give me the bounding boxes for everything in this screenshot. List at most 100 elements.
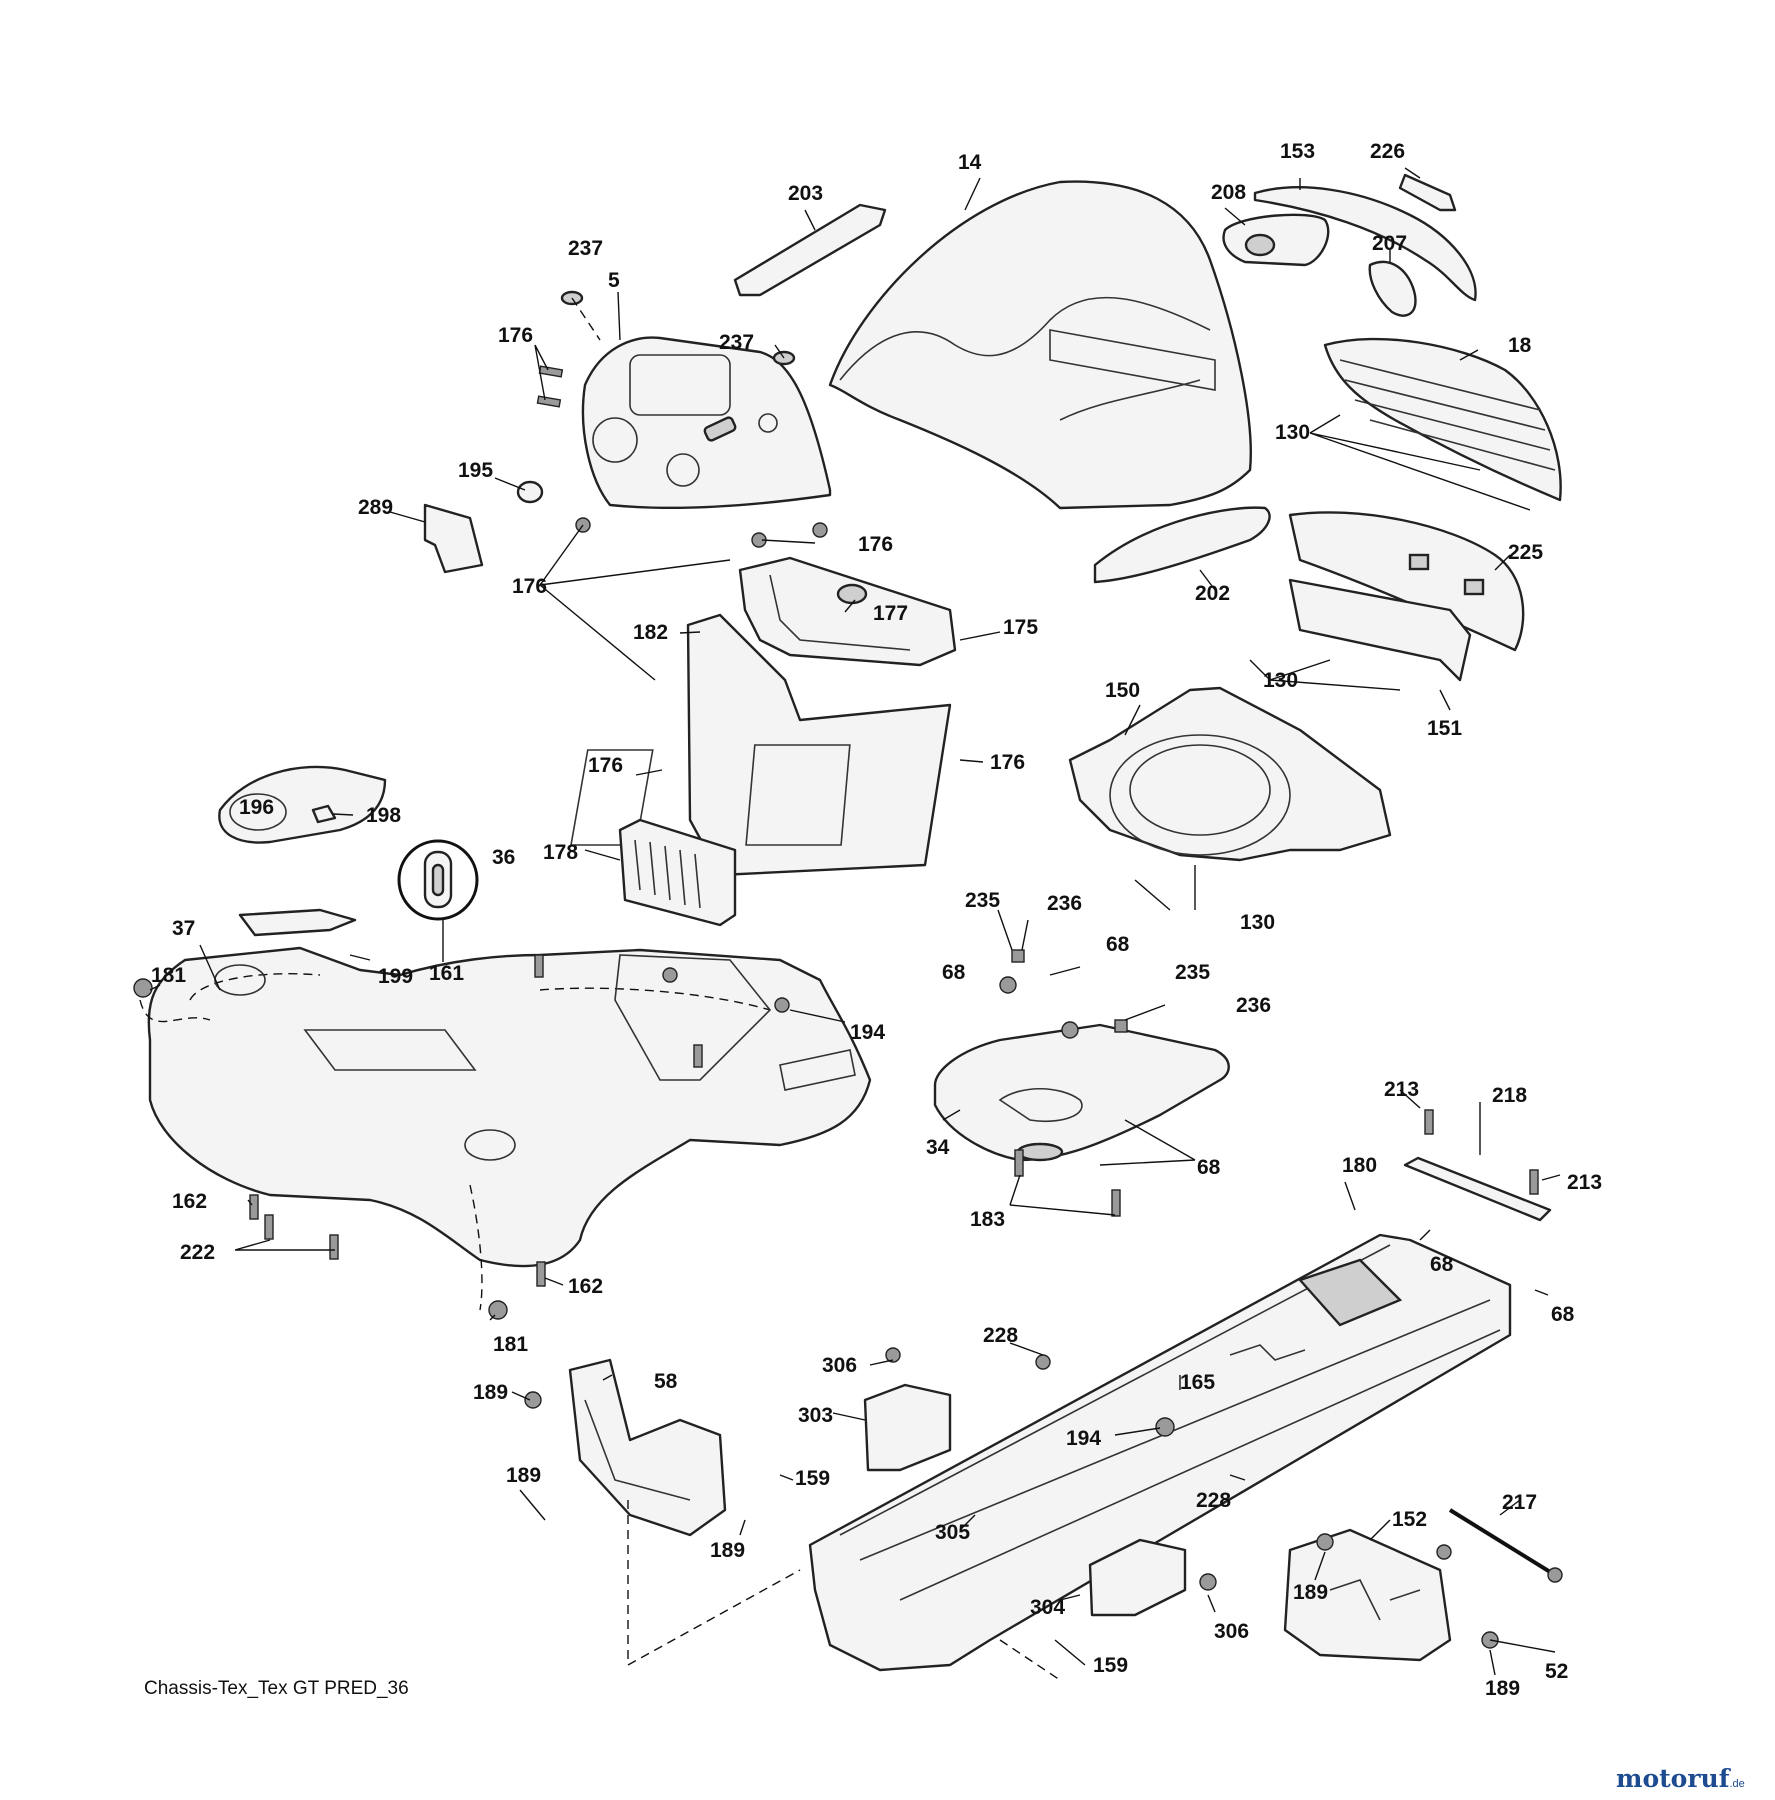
callout-label: 58 <box>654 1370 678 1393</box>
diagram-caption: Chassis-Tex_Tex GT PRED_36 <box>144 1678 409 1699</box>
callout-label: 130 <box>1240 911 1276 934</box>
callout-label: 203 <box>788 182 824 205</box>
callout-label: 304 <box>1030 1596 1066 1619</box>
front-grille-part <box>1323 337 1562 502</box>
callout-label: 196 <box>239 796 275 819</box>
callout-label: 68 <box>1430 1253 1454 1276</box>
callout-label: 150 <box>1105 679 1141 702</box>
callout-label: 130 <box>1263 669 1299 692</box>
callout-label: 68 <box>1106 933 1130 956</box>
shroud-part <box>218 765 387 844</box>
side-lens-part <box>1093 506 1271 584</box>
callout-label: 14 <box>958 151 982 174</box>
callout-label: 228 <box>1196 1489 1232 1512</box>
callout-label: 199 <box>378 965 414 988</box>
callout-label: 161 <box>429 962 465 985</box>
callout-label: 195 <box>458 459 494 482</box>
callout-label: 194 <box>1066 1427 1102 1450</box>
callout-label: 189 <box>1293 1581 1329 1604</box>
callout-label: 68 <box>1197 1156 1221 1179</box>
callout-label: 34 <box>926 1136 950 1159</box>
clip-part <box>1398 173 1457 212</box>
grille-top-part <box>1253 186 1477 302</box>
callout-label: 37 <box>172 917 196 940</box>
callout-label: 237 <box>719 331 755 354</box>
callout-label: 202 <box>1195 582 1231 605</box>
callout-label: 178 <box>543 841 579 864</box>
callout-label: 153 <box>1280 140 1316 163</box>
callout-label: 237 <box>568 237 604 260</box>
callout-label: 165 <box>1180 1371 1216 1394</box>
callout-label: 5 <box>608 269 620 292</box>
callout-label: 162 <box>172 1190 208 1213</box>
callout-label: 218 <box>1492 1084 1528 1107</box>
watermark-logo: motoruf.de <box>1616 1764 1745 1793</box>
callout-label: 189 <box>473 1381 509 1404</box>
heat-shield-lower-part <box>1088 1538 1187 1617</box>
grille-bracket-part <box>1288 578 1472 682</box>
support-plate-part <box>738 556 957 667</box>
callout-label: 181 <box>151 964 187 987</box>
main-frame-part <box>808 1233 1512 1672</box>
callout-label: 198 <box>366 804 402 827</box>
watermark-tld: .de <box>1729 1778 1745 1790</box>
vent-grill-part <box>618 818 737 927</box>
assembly-lines <box>139 999 1061 1681</box>
callout-label: 305 <box>935 1521 971 1544</box>
fender-deck-part <box>147 946 872 1268</box>
knob-part <box>836 583 868 605</box>
callout-label: 208 <box>1211 181 1247 204</box>
guard-part <box>1283 1528 1452 1662</box>
hood-part <box>828 180 1252 510</box>
callout-label: 289 <box>358 496 394 519</box>
callout-label: 176 <box>858 533 894 556</box>
rod-part <box>1448 1508 1557 1577</box>
hardware-set <box>133 949 1563 1649</box>
bracket-bar-part <box>1403 1156 1552 1222</box>
callout-label: 180 <box>1342 1154 1378 1177</box>
callout-label: 182 <box>633 621 669 644</box>
callout-label: 217 <box>1502 1491 1538 1514</box>
plug-part <box>516 480 544 504</box>
bracket-part <box>423 503 484 574</box>
detail-circle <box>397 839 479 921</box>
heat-shield-part <box>863 1383 952 1472</box>
callout-label: 52 <box>1545 1660 1569 1683</box>
callout-label: 175 <box>1003 616 1039 639</box>
callout-label: 194 <box>850 1021 886 1044</box>
lower-grille-part <box>1288 511 1525 652</box>
callout-label: 303 <box>798 1404 834 1427</box>
callout-label: 306 <box>822 1354 858 1377</box>
callout-label: 162 <box>568 1275 604 1298</box>
lamp-part <box>1368 260 1417 317</box>
callout-label: 36 <box>492 846 516 869</box>
callout-label: 235 <box>1175 961 1211 984</box>
callout-label: 68 <box>1551 1303 1575 1326</box>
front-bracket-part <box>568 1358 727 1537</box>
watermark-name: motoruf <box>1616 1764 1730 1793</box>
callout-label: 189 <box>1485 1677 1521 1700</box>
serrated-plate-part <box>238 908 357 937</box>
bolt-set <box>536 365 828 548</box>
callout-label: 176 <box>588 754 624 777</box>
callout-label: 130 <box>1275 421 1311 444</box>
callout-label: 177 <box>873 602 909 625</box>
leader-lines <box>149 167 1561 1676</box>
callout-label: 226 <box>1370 140 1406 163</box>
callout-label: 151 <box>1427 717 1463 740</box>
hood-rail-part <box>733 203 887 297</box>
callout-label: 68 <box>942 961 966 984</box>
callout-label: 225 <box>1508 541 1544 564</box>
callout-label: 181 <box>493 1333 529 1356</box>
callout-label: 228 <box>983 1324 1019 1347</box>
callout-label: 183 <box>970 1208 1006 1231</box>
callout-label: 213 <box>1567 1171 1603 1194</box>
latch-clip-part <box>311 804 337 824</box>
callout-label: 235 <box>965 889 1001 912</box>
callout-label: 159 <box>795 1467 831 1490</box>
callout-label: 176 <box>498 324 534 347</box>
callout-label: 159 <box>1093 1654 1129 1677</box>
callout-label: 207 <box>1372 232 1408 255</box>
callout-label: 236 <box>1047 892 1083 915</box>
